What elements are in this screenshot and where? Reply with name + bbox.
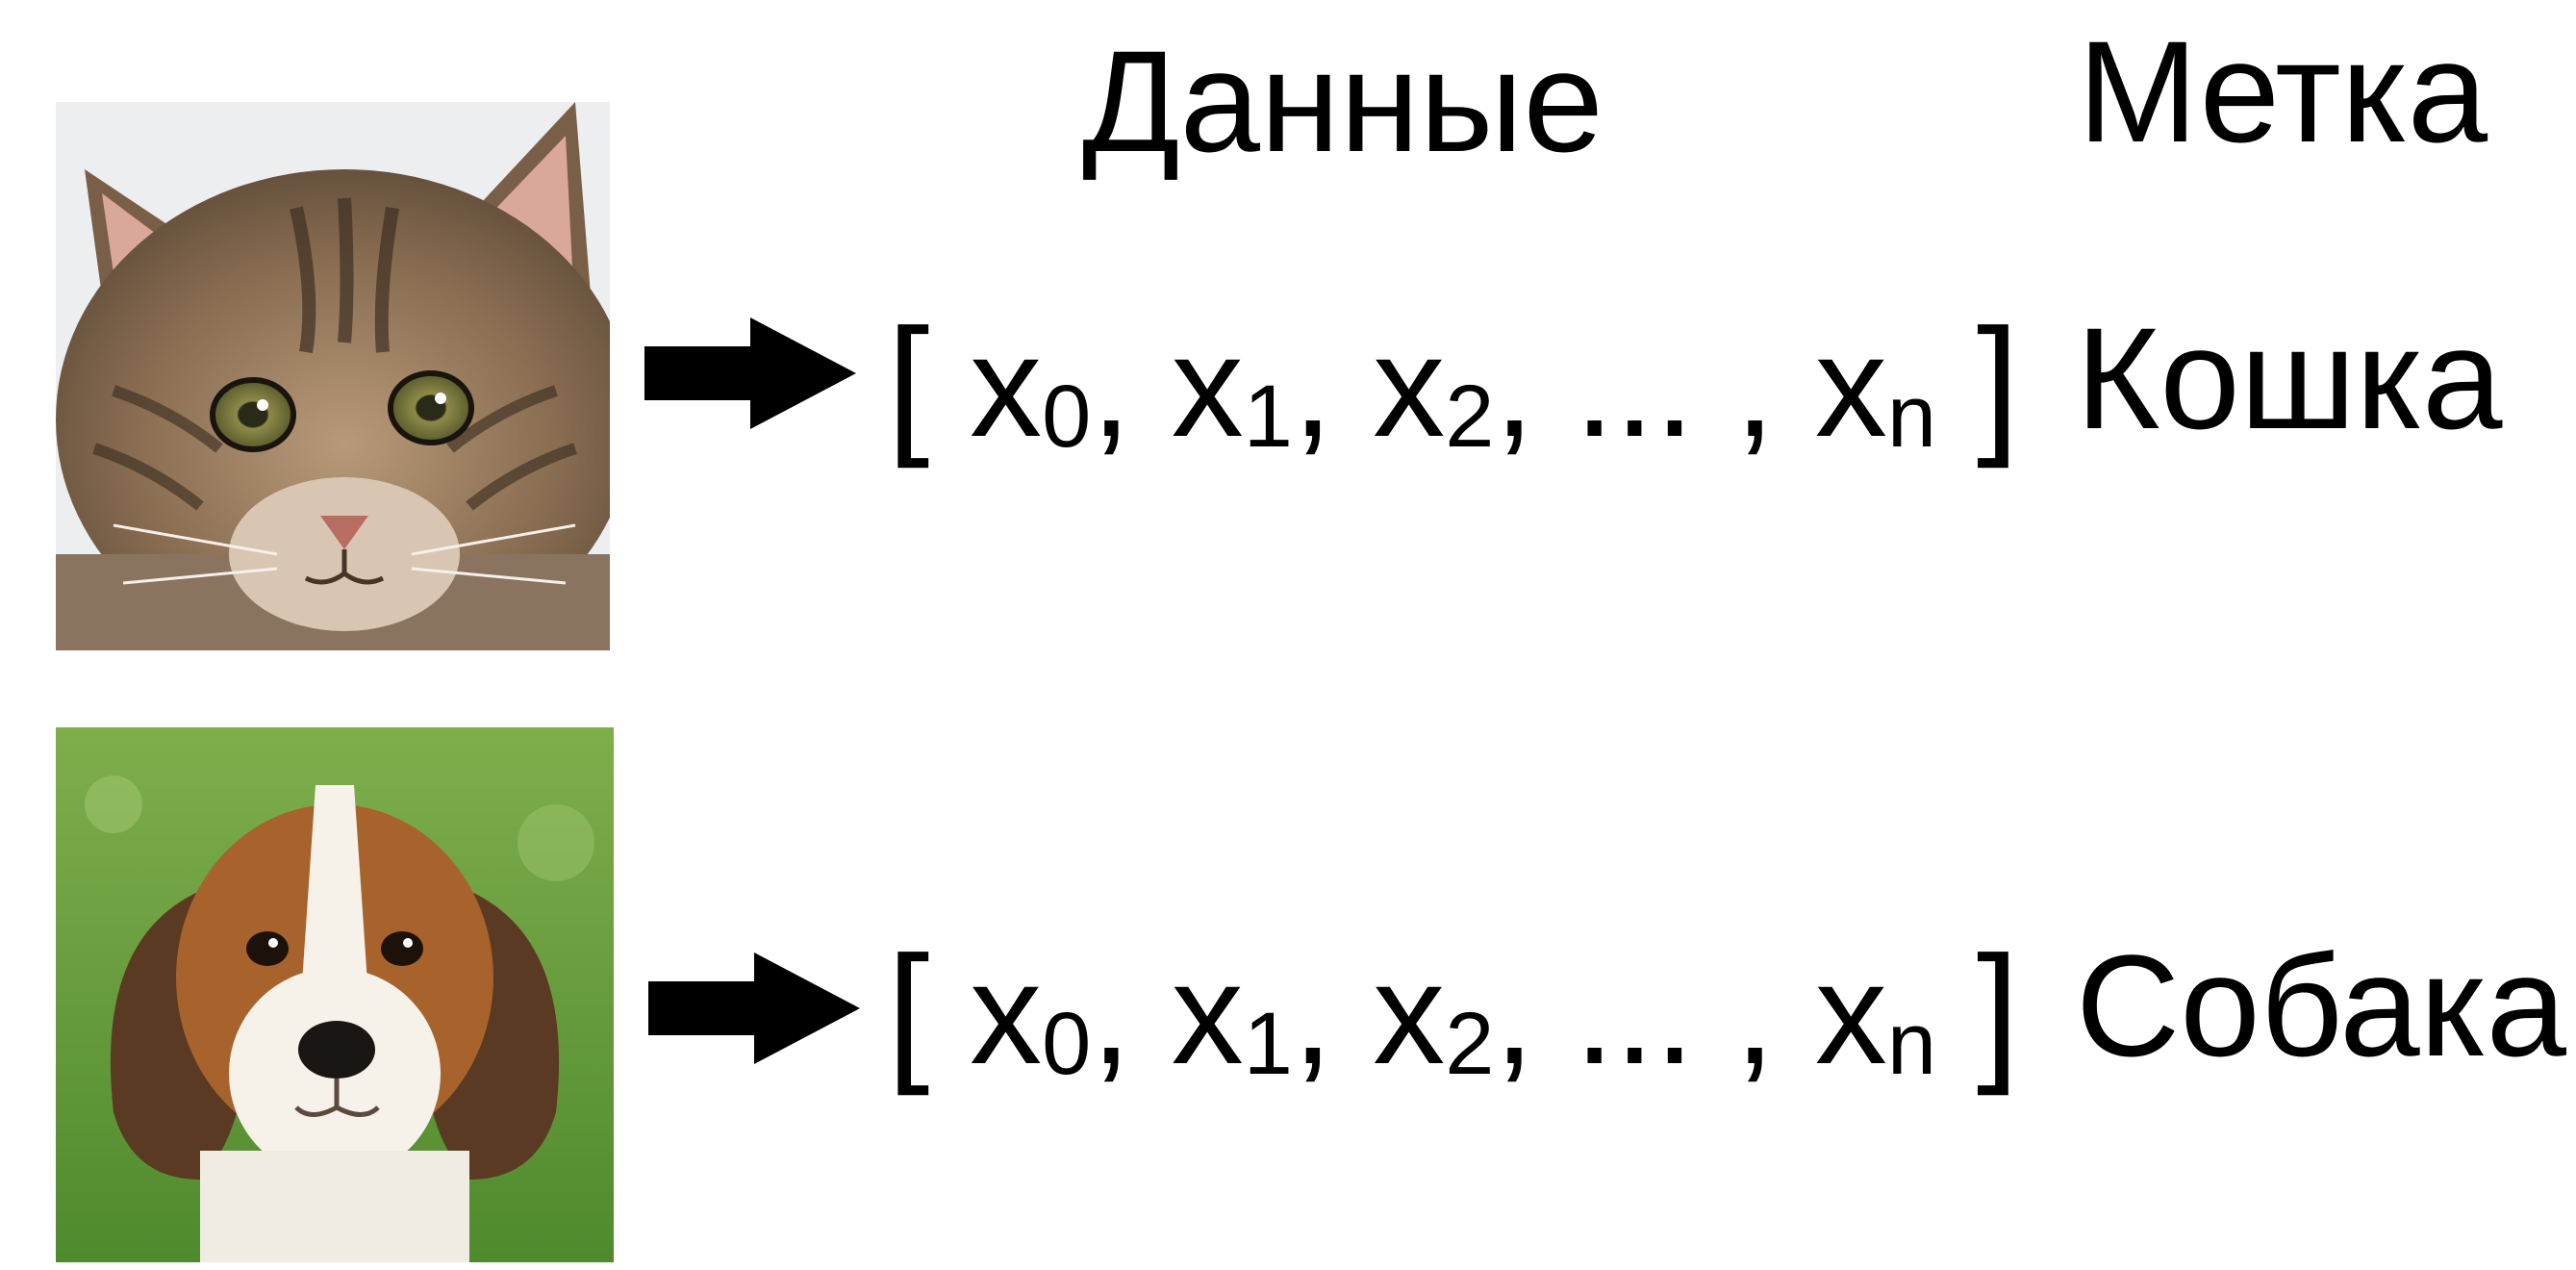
label-column-header: Метка — [2078, 11, 2488, 172]
vector-element: xn — [1814, 305, 1937, 467]
feature-vector: [ x0, x1, x2, ... , xn ] — [887, 306, 2019, 462]
vector-element: x0, — [970, 932, 1131, 1094]
vector-element: x1, — [1171, 932, 1333, 1094]
cat-image — [56, 102, 610, 650]
beagle-face-icon — [56, 727, 614, 1262]
vector-element: x1, — [1171, 305, 1333, 467]
data-column-header: Данные — [1082, 20, 1604, 182]
vector-separator: , — [1734, 932, 1776, 1094]
open-bracket: [ — [887, 924, 930, 1096]
dog-image — [56, 727, 614, 1262]
dog-label: Собака — [2076, 925, 2566, 1086]
vector-element: x2, — [1373, 932, 1535, 1094]
cat-face-icon — [56, 102, 610, 650]
right-arrow-icon — [648, 952, 860, 1064]
vector-element: x2, — [1373, 305, 1535, 467]
open-bracket: [ — [887, 296, 930, 469]
vector-element: xn — [1814, 932, 1937, 1094]
cat-label: Кошка — [2076, 297, 2503, 459]
vector-ellipsis: ... — [1574, 932, 1695, 1094]
feature-vector: [ x0, x1, x2, ... , xn ] — [887, 933, 2019, 1089]
close-bracket: ] — [1976, 296, 2020, 469]
right-arrow-icon — [644, 318, 856, 429]
vector-element: x0, — [970, 305, 1131, 467]
close-bracket: ] — [1976, 924, 2020, 1096]
vector-separator: , — [1734, 305, 1776, 467]
vector-ellipsis: ... — [1574, 305, 1695, 467]
